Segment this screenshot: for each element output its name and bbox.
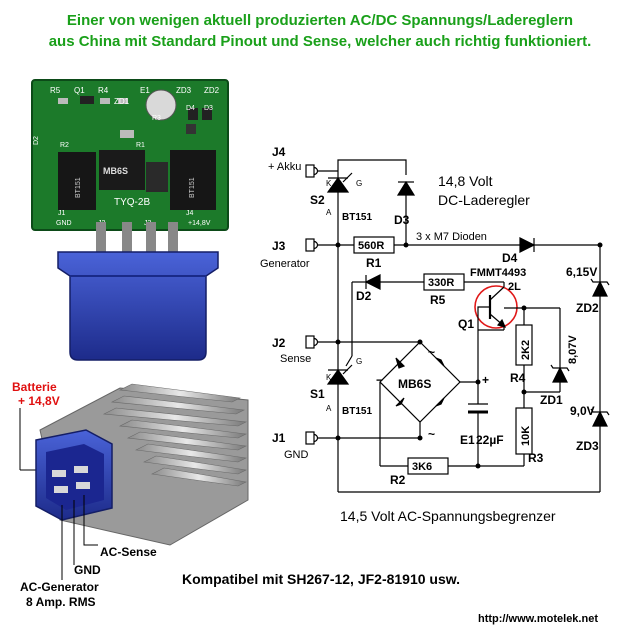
d3-label: D3: [394, 213, 410, 227]
pcb-label: E1: [140, 86, 150, 95]
header-line-2: aus China mit Standard Pinout und Sense,…: [48, 33, 592, 50]
r3-value: 10K: [520, 426, 532, 446]
bridge-plus: +: [482, 373, 489, 387]
dc-title-1: 14,8 Volt: [438, 173, 493, 189]
schematic: [305, 159, 610, 493]
d4-label: D4: [502, 251, 518, 265]
d2-label: D2: [356, 289, 372, 303]
pcb-smd-part: [146, 162, 168, 192]
pcb-label: Q1: [74, 86, 85, 95]
bridge-minus: −: [376, 373, 383, 387]
website-url[interactable]: http://www.motelek.net: [478, 613, 598, 625]
e1-label: E1: [460, 433, 475, 447]
header-line-1: Einer von wenigen aktuell produzierten A…: [66, 12, 574, 29]
bridge-ac-top: ~: [428, 345, 435, 359]
pcb-label: J4: [186, 210, 194, 217]
bridge-label: MB6S: [398, 377, 431, 391]
dc-title-2: DC-Laderegler: [438, 192, 530, 208]
zd2-value: 6,15V: [566, 265, 597, 279]
pcb-label: R4: [98, 86, 109, 95]
s1-g: G: [356, 357, 362, 366]
pcb-label: BT151: [189, 177, 196, 198]
j1-label: J1: [272, 431, 286, 445]
pcb-label: ZD3: [176, 86, 192, 95]
zd3-label: ZD3: [576, 439, 599, 453]
pin-current-label: 8 Amp. RMS: [26, 595, 96, 609]
ac-title: 14,5 Volt AC-Spannungsbegrenzer: [340, 508, 556, 524]
pcb-label: R1: [136, 142, 145, 149]
regulator-photo: Batterie + 14,8V AC-Sense GND AC-Generat…: [12, 380, 249, 609]
s1-label: S1: [310, 387, 325, 401]
j4-label: J4: [272, 145, 286, 159]
r4-value: 2K2: [520, 340, 532, 360]
r1-label: R1: [366, 256, 382, 270]
j1-connector: [305, 431, 319, 445]
r5-label: R5: [430, 293, 446, 307]
pcb-label: TYQ-2B: [114, 197, 150, 208]
pcb-label: GND: [56, 220, 72, 227]
s2-g: G: [356, 179, 362, 188]
bridge-ac-bottom: ~: [428, 427, 435, 441]
r2-value: 3K6: [412, 461, 432, 473]
s1-type: BT151: [342, 406, 372, 417]
battery-voltage-label: + 14,8V: [18, 394, 60, 408]
pcb-label: ZD2: [204, 86, 220, 95]
j1-sub-label: GND: [284, 449, 309, 461]
pcb-label: R5: [50, 86, 61, 95]
j2-sub-label: Sense: [280, 353, 311, 365]
pcb-bridge-chip: [99, 150, 145, 190]
pcb-label: D2: [33, 136, 40, 145]
zd1-label: ZD1: [540, 393, 563, 407]
pcb-label: +14,8V: [188, 220, 211, 227]
q1-mark: 2L: [508, 281, 521, 293]
r4-label: R4: [510, 371, 526, 385]
zd2-label: ZD2: [576, 301, 599, 315]
pcb-label: D4: [186, 105, 195, 112]
pin-ac-sense-label: AC-Sense: [100, 545, 157, 559]
r2-label: R2: [390, 473, 406, 487]
pcb-label: D3: [204, 105, 213, 112]
j4-sub-label: + Akku: [268, 161, 301, 173]
j3-sub-label: Generator: [260, 258, 310, 270]
zd3-value: 9,0V: [570, 404, 595, 418]
pcb-label: BT151: [75, 177, 82, 198]
s1-a: A: [326, 404, 332, 413]
pcb-photo: R5 Q1 R4 E1 ZD3 ZD2 ZD1 R3 D4 D3 D2 R2 R…: [31, 79, 229, 361]
s1-k: K: [326, 373, 332, 382]
pcb-scr-right: [170, 150, 216, 210]
pcb-connector: [57, 251, 219, 361]
zd1-value: 8,07V: [567, 335, 579, 364]
s2-type: BT151: [342, 212, 372, 223]
pcb-label: ZD1: [114, 97, 130, 106]
pcb-scr-left: [58, 152, 96, 210]
pcb-label: MB6S: [103, 166, 128, 176]
r5-value: 330R: [428, 277, 454, 289]
s2-label: S2: [310, 193, 325, 207]
j2-label: J2: [272, 336, 286, 350]
r1-value: 560R: [358, 240, 384, 252]
battery-label: Batterie: [12, 380, 57, 394]
r3-label: R3: [528, 451, 544, 465]
j3-connector: [305, 238, 319, 252]
s2-k: K: [326, 179, 332, 188]
pin-gnd-label: GND: [74, 563, 101, 577]
pcb-label: R3: [152, 115, 161, 122]
diodes-note: 3 x M7 Dioden: [416, 231, 487, 243]
q1-type: FMMT4493: [470, 267, 526, 279]
pin-ac-generator-label: AC-Generator: [20, 580, 99, 594]
compat-note: Kompatibel mit SH267-12, JF2-81910 usw.: [182, 571, 460, 587]
pcb-capacitor: [145, 89, 177, 121]
s2-a: A: [326, 208, 332, 217]
j2-connector: [305, 335, 319, 349]
e1-value: 22µF: [476, 433, 504, 447]
j3-label: J3: [272, 239, 286, 253]
j4-connector: [305, 164, 319, 178]
pcb-label: J1: [58, 210, 66, 217]
pcb-label: R2: [60, 142, 69, 149]
q1-label: Q1: [458, 317, 474, 331]
